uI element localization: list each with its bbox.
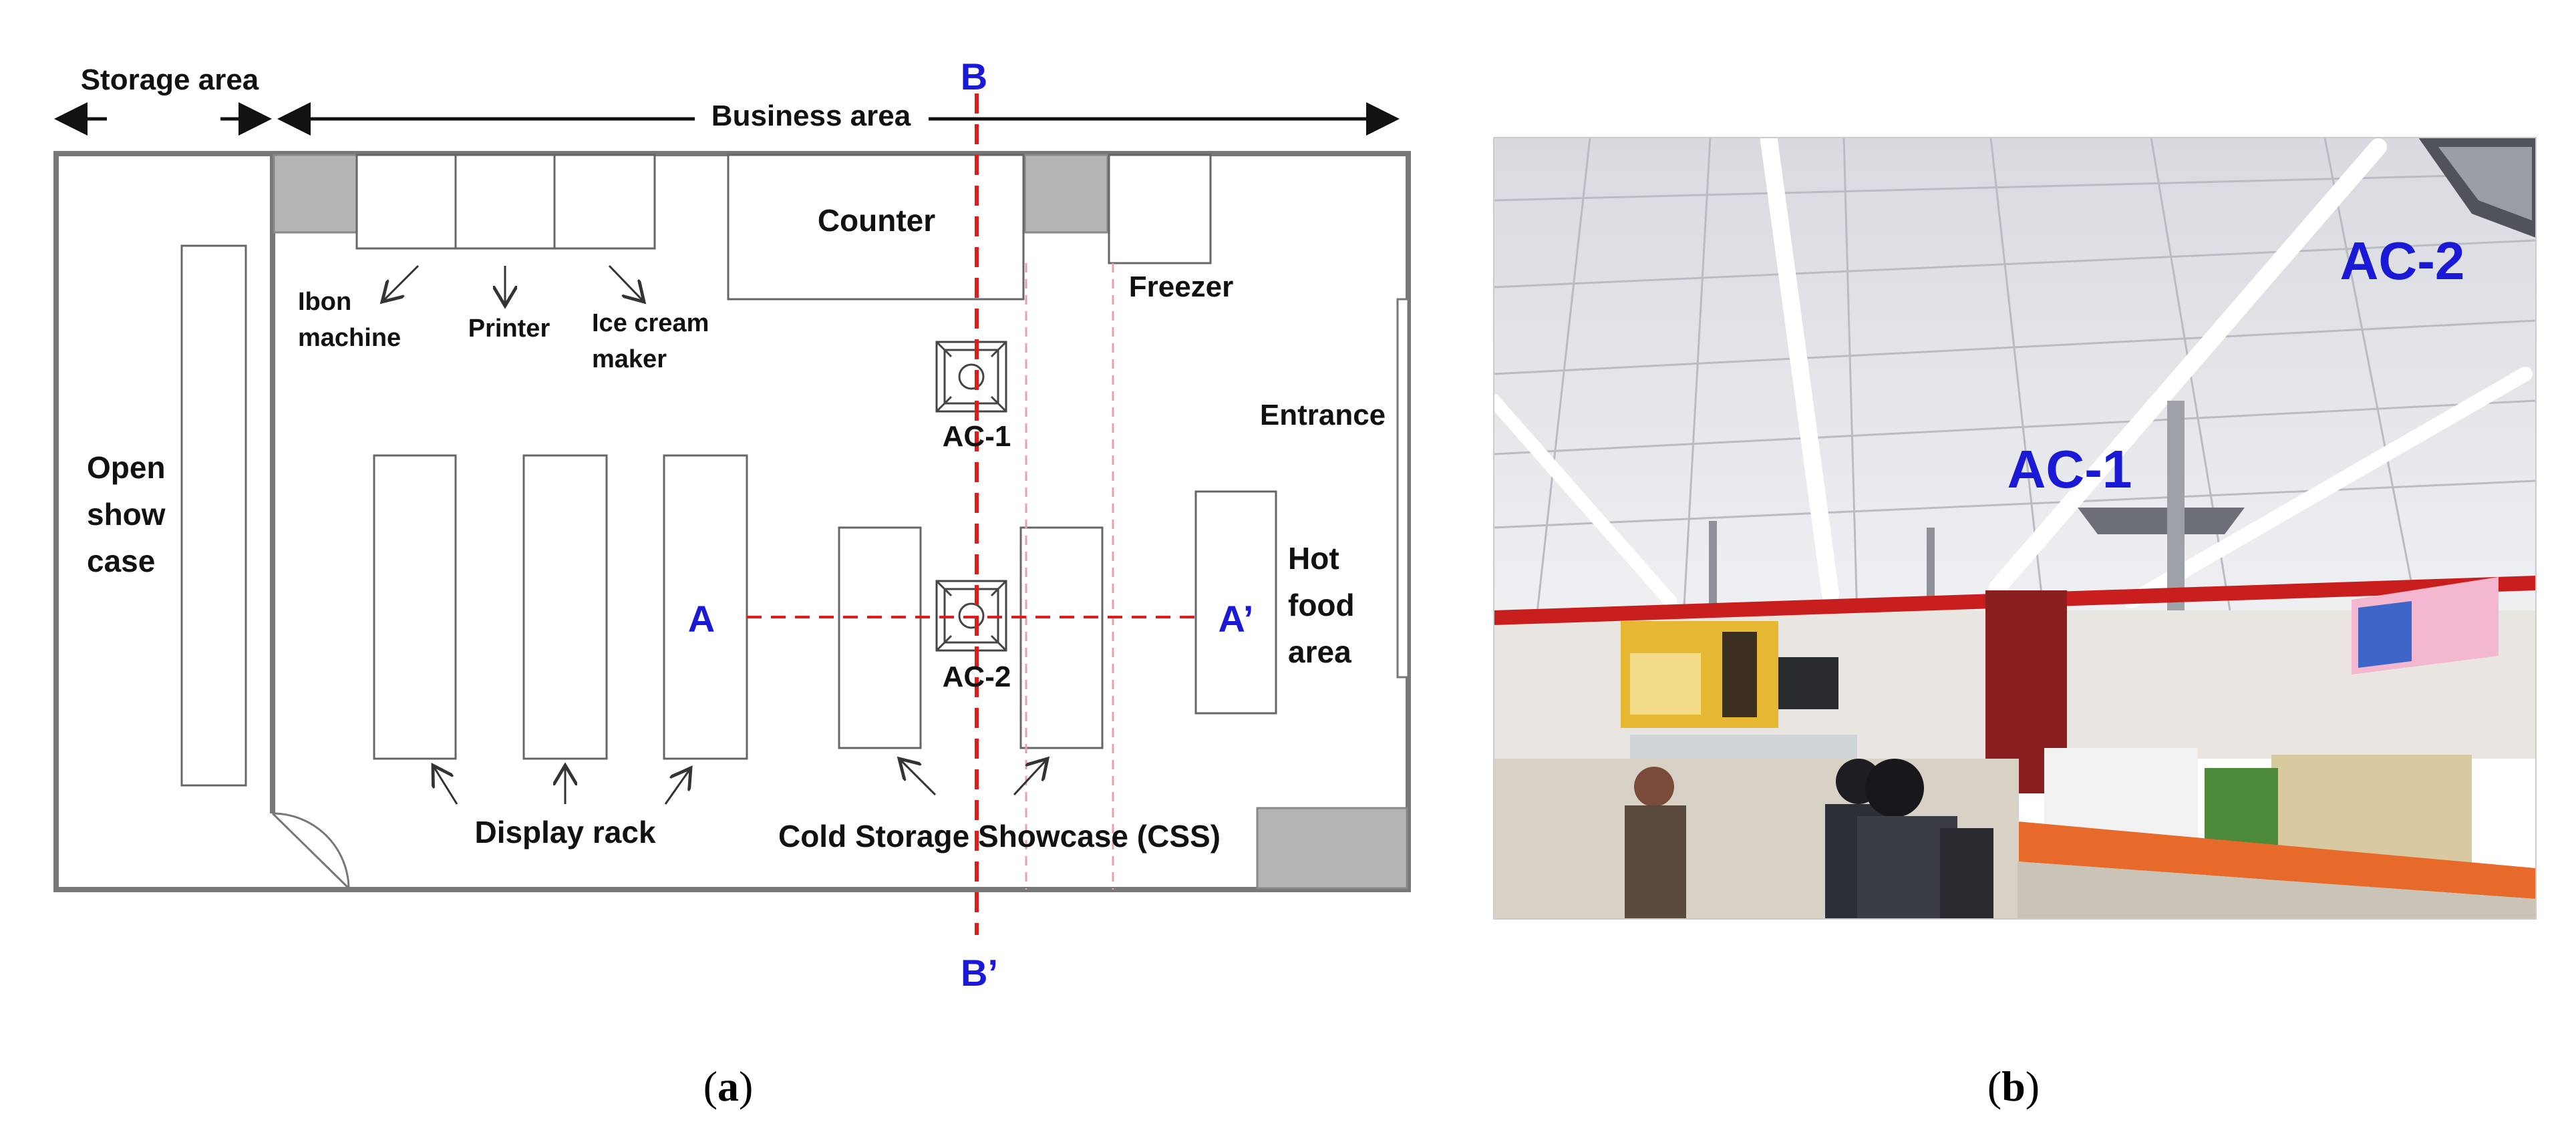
pointer-arrows — [382, 264, 1048, 805]
entrance-label: Entrance — [1260, 399, 1386, 431]
floor-plan-panel: Storage area Business area — [53, 55, 1411, 994]
wall-column-center — [1023, 154, 1109, 234]
ice-cream-maker-box — [553, 154, 656, 250]
section-a-label: A — [688, 598, 715, 640]
section-b-label: B — [961, 55, 987, 98]
ceiling-ac-cassette — [2078, 138, 2536, 534]
hot-food-area-label-1: Hot — [1288, 541, 1339, 576]
pink-sign — [2352, 577, 2499, 675]
display-rack-1 — [373, 454, 457, 760]
printer-box — [454, 154, 556, 250]
ice-cream-maker-label-1: Ice cream — [592, 309, 709, 337]
ibon-machine-label-1: Ibon — [298, 288, 351, 316]
photo-ac2-label: AC-2 — [2340, 231, 2465, 291]
caption-b: (b) — [1987, 1063, 2040, 1110]
wall-column-left — [273, 154, 358, 234]
display-rack-label: Display rack — [474, 815, 655, 849]
open-show-case-label-3: case — [87, 544, 155, 578]
ibon-machine-label-2: machine — [298, 324, 401, 352]
photo-frame — [1493, 137, 2537, 920]
photo-ac1-label: AC-1 — [2007, 439, 2132, 499]
ice-cream-maker-label-2: maker — [592, 345, 667, 373]
hot-food-area-label-3: area — [1288, 634, 1351, 669]
cold-storage-showcase-2 — [1019, 526, 1104, 749]
display-rack-3 — [663, 454, 748, 760]
hot-food-area-box — [1194, 490, 1277, 715]
orange-counter — [2018, 821, 2536, 899]
ceiling-pole-2 — [1709, 521, 1717, 614]
open-show-case-label-2: show — [87, 497, 166, 532]
ibon-machine-box — [355, 154, 457, 250]
freezer-box — [1108, 154, 1212, 264]
business-area-label: Business area — [711, 100, 911, 132]
product-boxes — [2044, 748, 2198, 841]
svg-text:(a): (a) — [703, 1063, 754, 1110]
ceiling-pole-3 — [1927, 528, 1935, 614]
open-show-case — [180, 244, 247, 787]
counter-top — [2018, 862, 2536, 919]
display-rack-2 — [522, 454, 608, 760]
caption-a: (a) — [703, 1063, 754, 1110]
yellow-poster — [1621, 621, 1778, 728]
customers — [1625, 759, 1993, 919]
tv-screen — [1777, 657, 1838, 709]
fluorescent-lights — [1487, 132, 2533, 608]
counter-label: Counter — [818, 203, 935, 238]
section-a-prime-label: A’ — [1219, 598, 1254, 640]
hot-food-area-label-2: food — [1288, 588, 1355, 622]
storage-area-label: Storage area — [81, 63, 259, 96]
wall-column-bottom — [1256, 807, 1408, 890]
svg-text:(b): (b) — [1987, 1063, 2040, 1110]
css-label: Cold Storage Showcase (CSS) — [778, 819, 1221, 854]
cold-storage-showcase-1 — [838, 526, 922, 749]
section-b-prime-label: B’ — [961, 952, 998, 994]
printer-label: Printer — [468, 315, 550, 343]
photo-ceiling — [1494, 138, 2536, 618]
counter-box — [727, 154, 1025, 301]
ac2-label: AC-2 — [943, 660, 1011, 693]
ac1-label: AC-1 — [943, 420, 1011, 453]
store-photo-panel: AC-1 AC-2 — [1487, 132, 2537, 920]
freezer-label: Freezer — [1129, 270, 1234, 303]
door-swing — [271, 812, 350, 890]
ac1-unit — [935, 341, 1007, 413]
entrance-door — [1396, 298, 1410, 679]
open-show-case-label-1: Open — [87, 450, 166, 485]
